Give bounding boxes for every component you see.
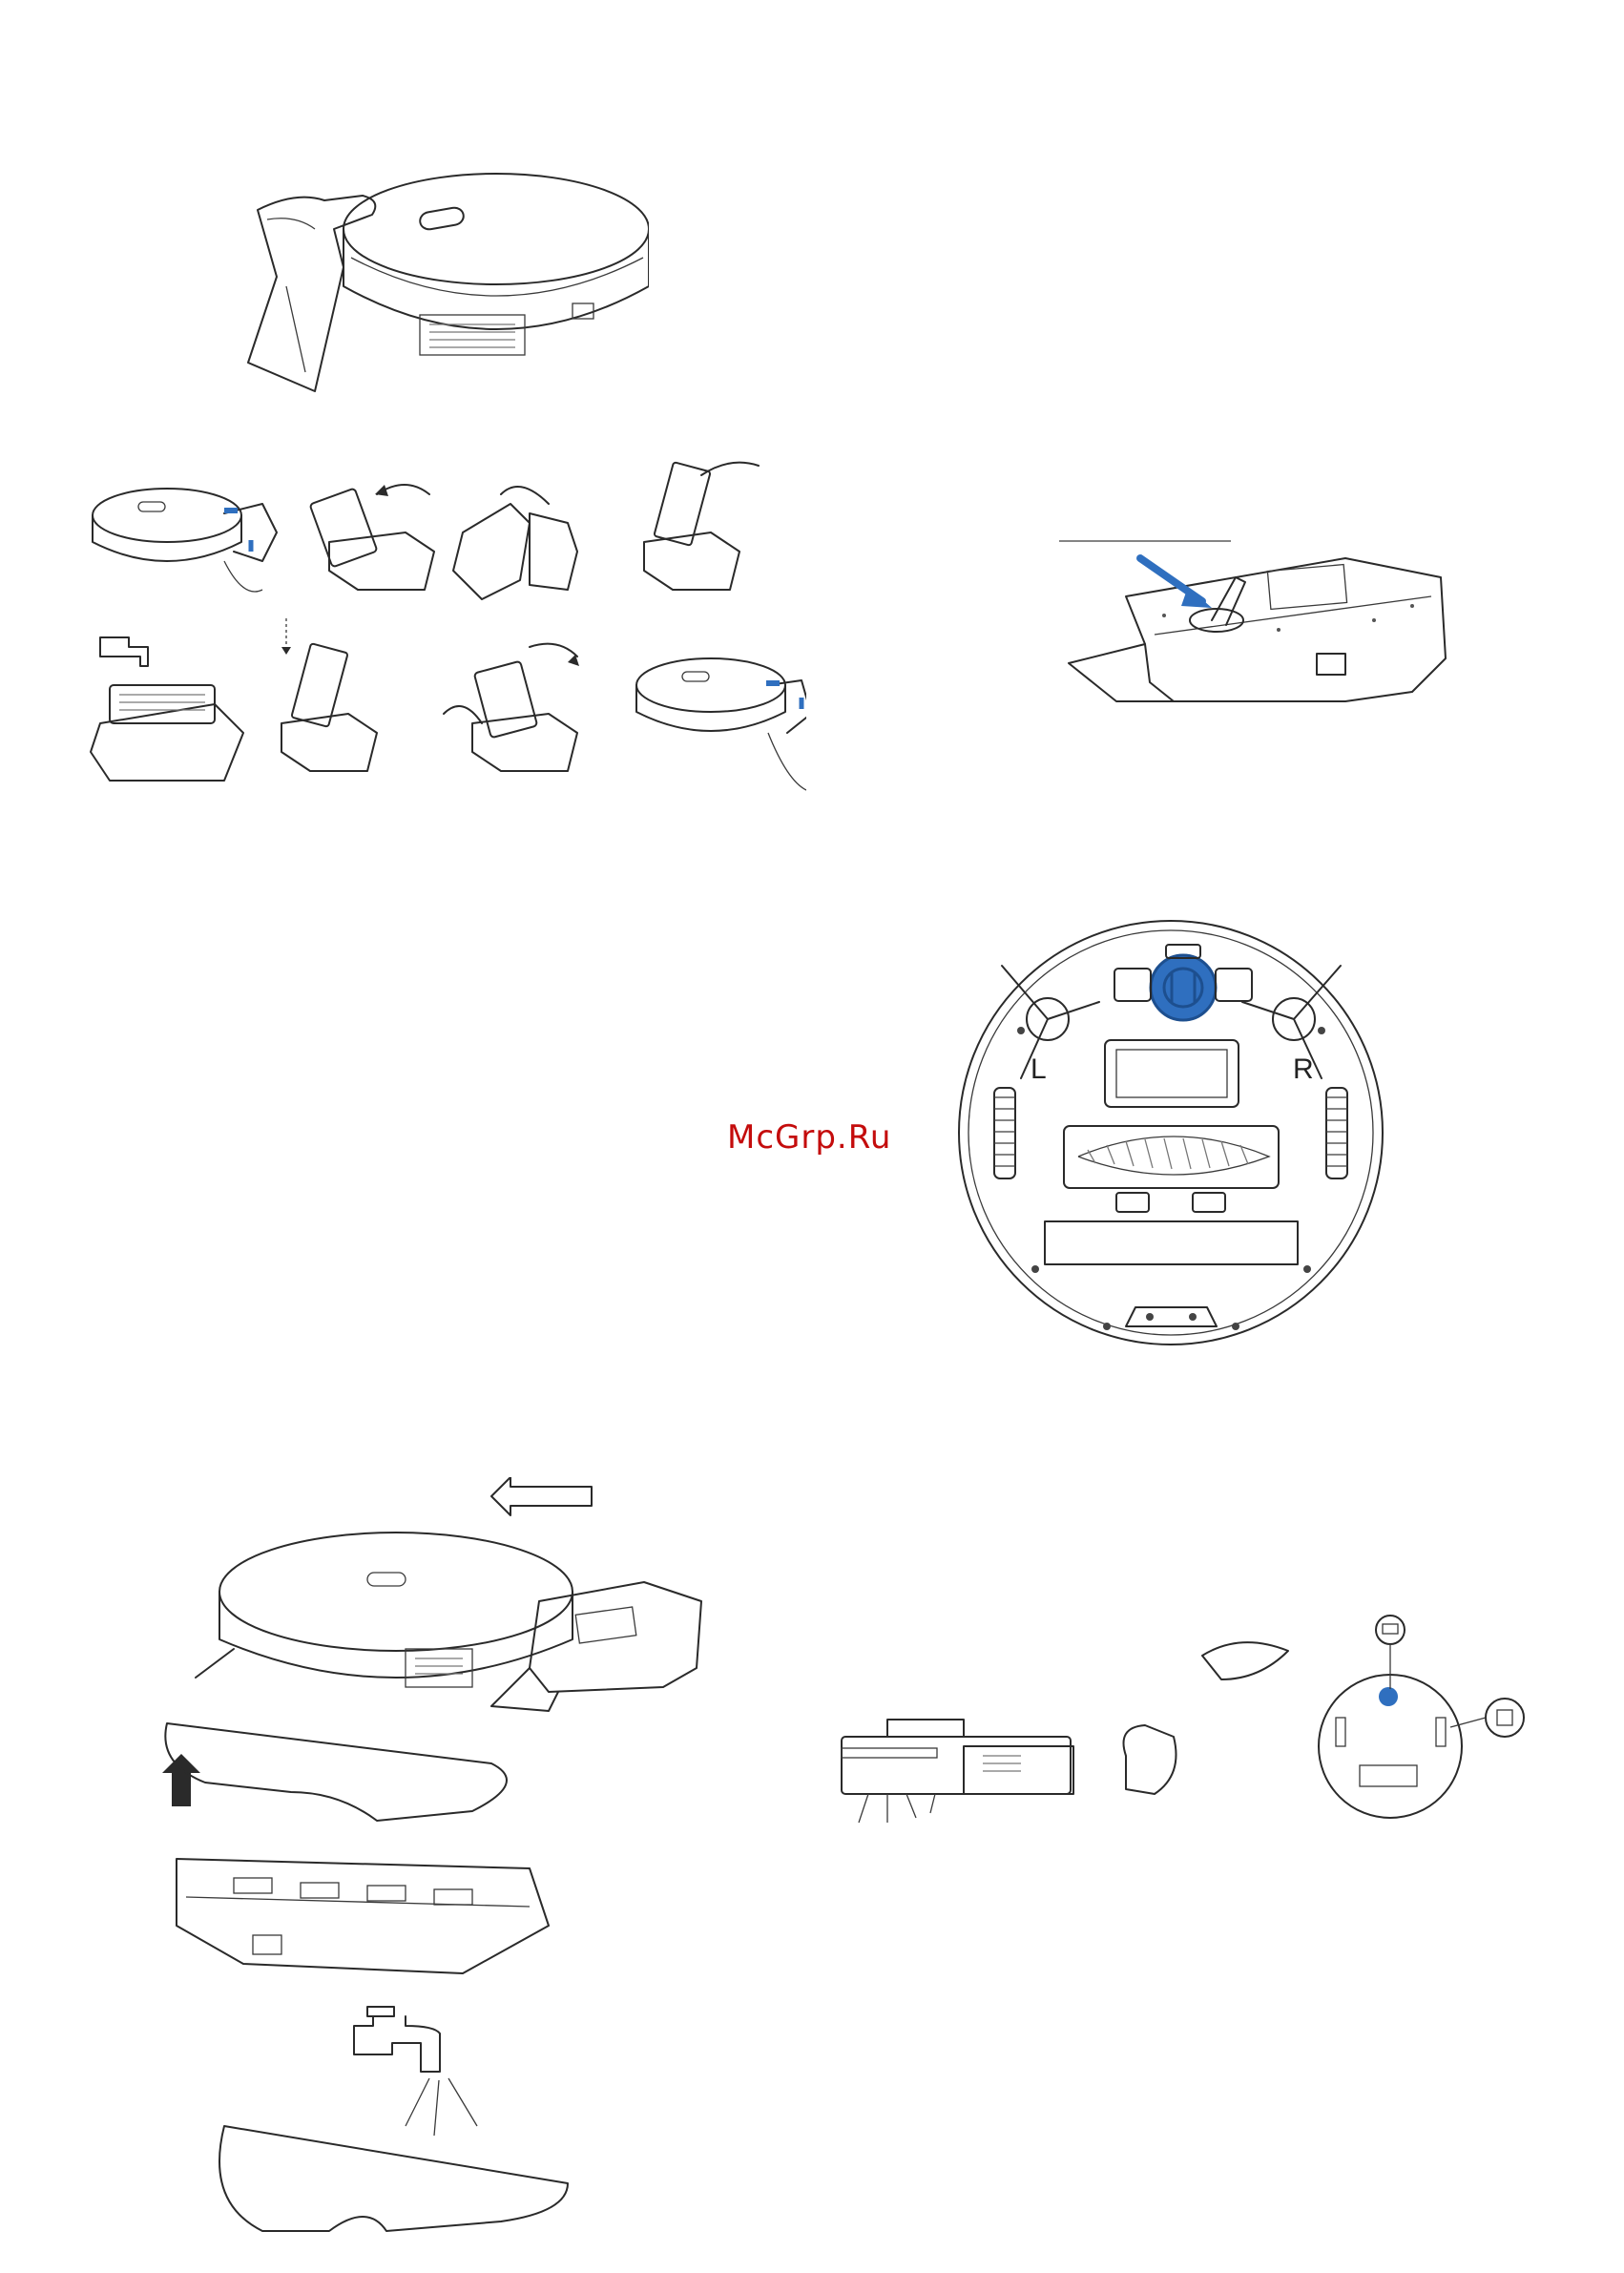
- caster-wheel-icon: [1151, 955, 1216, 1020]
- cloth-icon: [453, 504, 530, 599]
- cloth-icon: [1202, 1642, 1288, 1679]
- robot-bottom-illustration: L R: [945, 907, 1398, 1360]
- robot-bottom-figure: L R: [945, 907, 1398, 1360]
- step-4-icon: [644, 462, 759, 590]
- faucet-icon: [100, 637, 148, 666]
- hand-icon: [501, 487, 549, 504]
- arrow-up-icon: [162, 1754, 200, 1806]
- hand-icon: [1124, 1725, 1176, 1794]
- sensor-cleaning-illustration: [840, 1613, 1527, 1899]
- step-7-icon: [444, 644, 579, 771]
- mop-cloth-icon: [165, 1723, 507, 1821]
- cloth-icon: [219, 2126, 568, 2231]
- dustbox-filter-figure: [1059, 530, 1455, 725]
- arrow-icon: [491, 1477, 592, 1515]
- right-label: R: [1293, 1053, 1314, 1085]
- left-wheel-icon: [994, 1088, 1015, 1178]
- faucet-icon: [354, 2007, 477, 2136]
- right-wheel-icon: [1326, 1088, 1347, 1178]
- mop-removal-figure: [148, 1477, 720, 2241]
- sensor-cleaning-figure: [840, 1613, 1527, 1899]
- step-3-icon: [453, 487, 577, 599]
- dustbox-illustration: [1059, 530, 1455, 725]
- watermark-text: McGrp.Ru: [727, 1118, 891, 1157]
- dustbin-steps-illustration: [81, 456, 806, 809]
- step-2-icon: [310, 485, 434, 590]
- left-label: L: [1031, 1053, 1047, 1085]
- main-brush-icon: [1064, 1126, 1279, 1188]
- step-1-icon: [93, 489, 277, 592]
- mop-removal-illustration: [148, 1477, 720, 2241]
- hand-icon: [444, 706, 482, 723]
- dustbin-steps-figure: [81, 456, 806, 809]
- wipe-robot-figure: [239, 172, 649, 401]
- step-8-icon: [636, 658, 806, 790]
- step-5-icon: [91, 637, 243, 781]
- robot-cloth-illustration: [239, 172, 649, 401]
- step-6-icon: [281, 618, 377, 771]
